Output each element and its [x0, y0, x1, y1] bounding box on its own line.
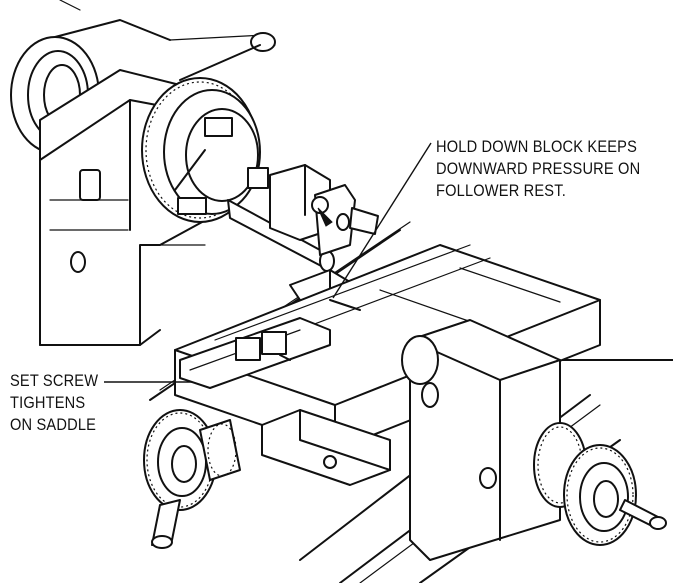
hold-down-leader [332, 142, 432, 299]
tailstock [401, 319, 561, 561]
set-screw-callout-line-2: TIGHTENS [10, 393, 86, 412]
set-screw-callout-line-1: SET SCREW [10, 371, 99, 390]
cross-slide-handwheel [143, 409, 241, 549]
chuck [141, 77, 269, 223]
set-screw-callout-line-3: ON SADDLE [10, 415, 97, 434]
follower-rest [269, 164, 379, 256]
tailstock-handwheel [533, 422, 667, 546]
hold-down-callout-line-3: FOLLOWER REST. [436, 181, 566, 200]
set-screw-callout: SET SCREW TIGHTENS ON SADDLE [10, 370, 98, 436]
hold-down-callout-line-2: DOWNWARD PRESSURE ON [436, 159, 641, 178]
cross-slide [174, 244, 601, 486]
hold-down-block-callout: HOLD DOWN BLOCK KEEPS DOWNWARD PRESSURE … [436, 136, 640, 202]
hold-down-callout-line-1: HOLD DOWN BLOCK KEEPS [436, 137, 638, 156]
